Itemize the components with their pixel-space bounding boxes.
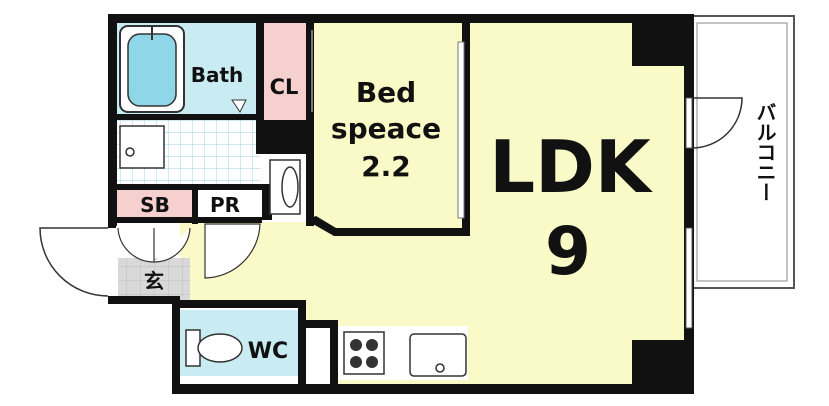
entrance-floor bbox=[118, 258, 190, 300]
hall-door-left bbox=[117, 227, 155, 263]
toilet-label: WC bbox=[248, 339, 288, 364]
shoe-box-label: SB bbox=[140, 193, 170, 217]
bath-label: Bath bbox=[191, 63, 244, 87]
bed-space-size-label: 2.2 bbox=[361, 150, 411, 183]
bathtub-icon bbox=[119, 25, 185, 113]
powder-room-label: PR bbox=[210, 193, 240, 217]
ldk-label: LDK bbox=[489, 125, 653, 209]
washing-machine-icon bbox=[119, 125, 165, 169]
closet-label: CL bbox=[270, 75, 299, 99]
kitchen-sink-icon bbox=[409, 333, 467, 377]
bed-space-label-line1: Bed bbox=[356, 76, 416, 109]
balcony bbox=[689, 15, 795, 289]
hall-door-right bbox=[153, 227, 191, 263]
ldk-floor bbox=[468, 22, 690, 386]
bed-sliding-door bbox=[457, 41, 465, 219]
window-lower bbox=[685, 227, 693, 329]
window-upper bbox=[685, 97, 693, 149]
balcony-door-swing bbox=[691, 97, 743, 149]
gas-stove-icon bbox=[343, 331, 385, 375]
pr-door-swing bbox=[231, 99, 247, 113]
bed-space-floor bbox=[312, 22, 468, 232]
shoe-box-floor bbox=[115, 190, 195, 220]
ldk-size-label: 9 bbox=[545, 213, 591, 290]
ldk-door-swing bbox=[204, 223, 261, 279]
entrance-door-swing bbox=[39, 227, 109, 297]
washbasin-icon bbox=[269, 159, 301, 215]
entrance-label: 玄 bbox=[144, 269, 164, 293]
toilet-icon bbox=[185, 329, 243, 367]
walls bbox=[108, 14, 694, 394]
bed-space-label-line2: speace bbox=[331, 112, 441, 145]
balcony-label: バルコニー bbox=[753, 102, 777, 202]
closet-floor bbox=[261, 22, 309, 124]
